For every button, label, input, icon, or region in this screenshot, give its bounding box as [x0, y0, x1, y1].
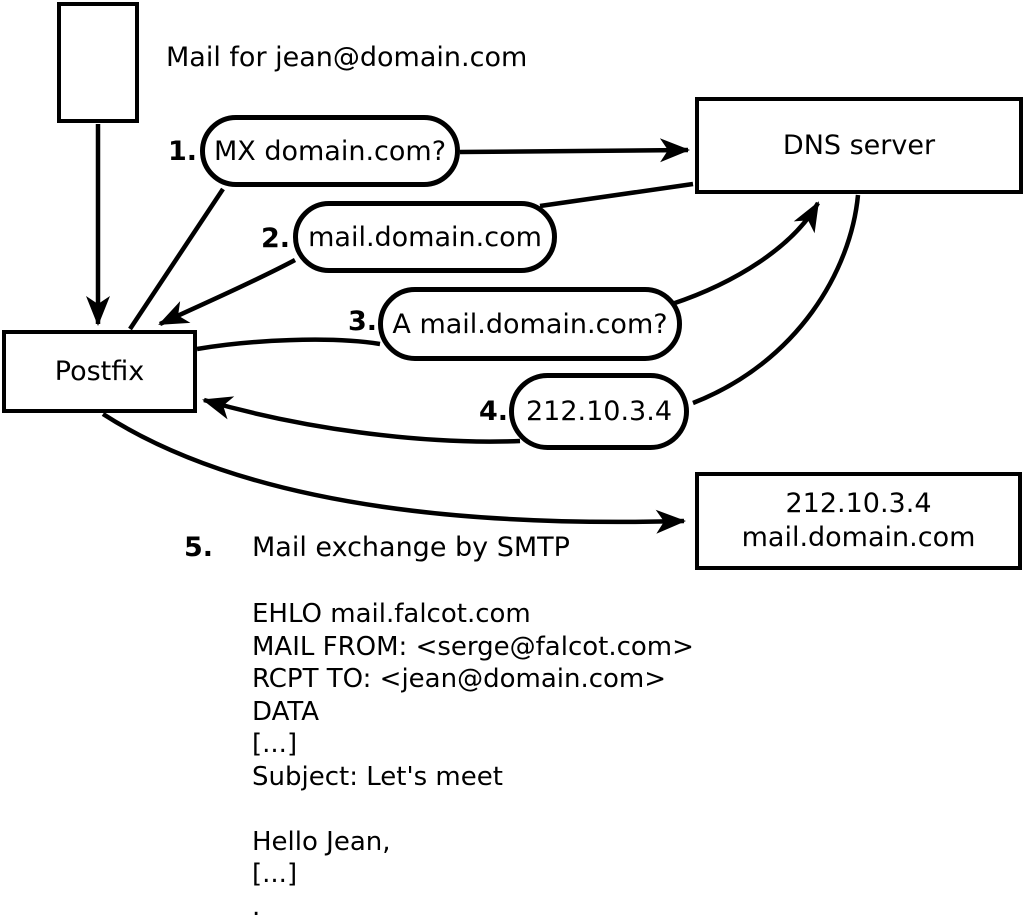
step-2-number: 2. [260, 223, 290, 254]
arrow-smtp-to-mailserver [101, 412, 686, 534]
smtp-line: RCPT TO: <jean@domain.com> [252, 664, 667, 694]
smtp-line [252, 793, 694, 826]
step-5-label: Mail exchange by SMTP [252, 532, 570, 563]
smtp-session-text: EHLO mail.falcot.com MAIL FROM: <serge@f… [252, 598, 694, 919]
step-1-mx-query-pill: MX domain.com? [200, 115, 460, 187]
postfix-label: Postfix [54, 356, 145, 387]
mail-note-label: Mail for jean@domain.com [166, 42, 528, 73]
step-3-label: A mail.domain.com? [392, 308, 668, 340]
dns-server-node: DNS server [695, 97, 1023, 194]
step-2-label: mail.domain.com [308, 221, 542, 253]
mail-server-node: 212.10.3.4 mail.domain.com [695, 472, 1022, 570]
smtp-line: Subject: Let's meet [252, 761, 503, 792]
step-4-a-response-pill: 212.10.3.4 [509, 373, 689, 450]
step-5-number: 5. [183, 532, 213, 563]
step-1-number: 1. [167, 136, 197, 167]
arrow-a-response-to-postfix [202, 396, 521, 444]
dns-server-label: DNS server [782, 130, 936, 161]
mail-server-ip: 212.10.3.4 [785, 488, 932, 519]
smtp-line: . [252, 891, 261, 919]
arrow-a-query-to-dns [671, 201, 820, 307]
smtp-line: DATA [252, 696, 319, 727]
line-postfix-to-mx-query [128, 187, 225, 331]
step-4-label: 212.10.3.4 [526, 396, 672, 427]
arrow-mx-response-to-postfix [158, 258, 297, 327]
line-postfix-to-a-query [196, 337, 381, 352]
smtp-line: EHLO mail.falcot.com [252, 599, 531, 629]
step-1-label: MX domain.com? [213, 135, 447, 167]
step-4-number: 4. [478, 396, 508, 427]
line-dns-to-a-response [692, 194, 861, 406]
smtp-line: Hello Jean, [252, 826, 391, 857]
step-2-mx-response-pill: mail.domain.com [293, 201, 557, 273]
mail-envelope-icon [57, 2, 139, 123]
step-3-a-query-pill: A mail.domain.com? [378, 287, 682, 361]
smtp-line: [...] [252, 729, 298, 759]
step-3-number: 3. [347, 306, 377, 337]
smtp-line: MAIL FROM: <serge@falcot.com> [252, 631, 694, 662]
smtp-line: [...] [252, 859, 298, 889]
arrow-mx-query-to-dns [459, 138, 690, 163]
mail-server-hostname: mail.domain.com [741, 522, 976, 553]
postfix-node: Postfix [2, 330, 197, 413]
line-dns-to-mx-response [539, 181, 694, 209]
